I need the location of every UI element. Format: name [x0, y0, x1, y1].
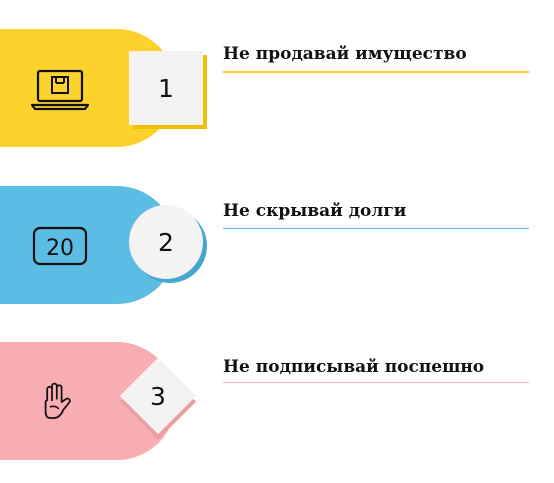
calendar-20-icon-text: 20	[46, 236, 74, 261]
step-number-badge-1: 1	[129, 51, 203, 125]
step-number-3: 3	[150, 381, 166, 411]
step-number-1: 1	[158, 73, 174, 103]
step-divider-1	[223, 71, 529, 73]
step-title-1: Не продавай имущество	[223, 44, 467, 64]
step-item-3: 3 Не подписывай поспешно	[0, 342, 554, 462]
laptop-icon	[30, 69, 90, 111]
step-number-2: 2	[158, 227, 174, 257]
step-item-1: 1 Не продавай имущество	[0, 29, 554, 149]
step-number-badge-3: 3	[121, 359, 195, 433]
calendar-20-icon: 20	[32, 226, 88, 266]
step-title-2: Не скрывай долги	[223, 201, 407, 221]
hand-three-fingers-icon	[44, 382, 71, 419]
step-title-3: Не подписывай поспешно	[223, 357, 485, 377]
step-divider-3	[223, 382, 529, 383]
step-divider-2	[223, 228, 529, 229]
step-item-2: 20 2 Не скрывай долги	[0, 186, 554, 306]
step-number-badge-2: 2	[129, 205, 203, 279]
